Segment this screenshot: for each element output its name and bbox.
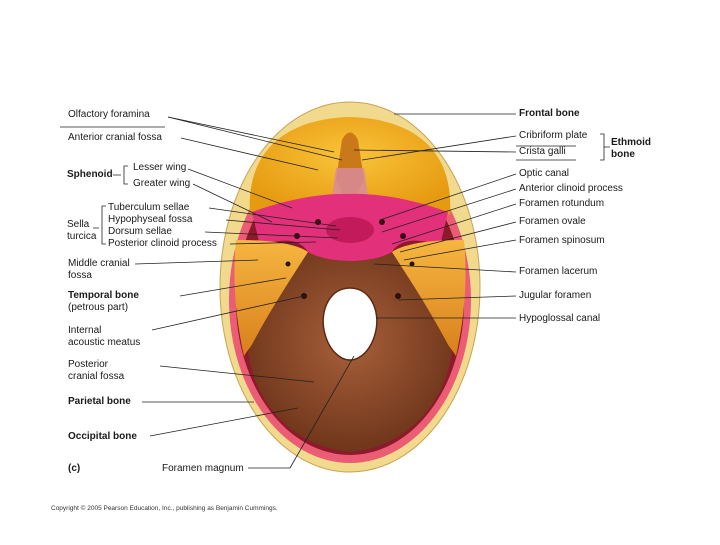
label-petrous-part: (petrous part) — [68, 302, 129, 313]
label-frontal-bone: Frontal bone — [519, 108, 580, 119]
leader-lines-right — [353, 113, 610, 319]
label-posterior-fossa-line1: Posterior — [68, 359, 109, 370]
label-internal-meatus-line1: Internal — [68, 325, 102, 336]
label-sella-line1: Sella — [67, 219, 90, 230]
label-tuberculum-sellae: Tuberculum sellae — [108, 202, 190, 213]
label-foramen-lacerum: Foramen lacerum — [519, 266, 598, 277]
label-middle-fossa-line1: Middle cranial — [68, 258, 130, 269]
label-posterior-fossa-line2: cranial fossa — [68, 371, 125, 382]
label-foramen-spinosum: Foramen spinosum — [519, 235, 605, 246]
foramen-magnum-hole — [322, 287, 378, 361]
label-ethmoid-line2: bone — [611, 149, 635, 160]
label-crista-galli: Crista galli — [519, 146, 566, 157]
label-sphenoid: Sphenoid — [67, 169, 113, 180]
label-anterior-clinoid: Anterior clinoid process — [519, 183, 623, 194]
label-posterior-clinoid: Posterior clinoid process — [108, 238, 217, 249]
label-hypoglossal-canal: Hypoglossal canal — [519, 313, 601, 324]
label-lesser-wing: Lesser wing — [133, 162, 187, 173]
label-hypophyseal-fossa: Hypophyseal fossa — [108, 214, 193, 225]
leader-lines-left — [60, 116, 355, 469]
label-ethmoid-line1: Ethmoid — [611, 137, 651, 148]
copyright-notice: Copyright © 2005 Pearson Education, Inc.… — [51, 505, 278, 512]
label-occipital-bone: Occipital bone — [68, 431, 137, 442]
figure-label: (c) — [68, 463, 81, 474]
label-sella-line2: turcica — [67, 231, 97, 242]
label-jugular-foramen: Jugular foramen — [519, 290, 592, 301]
label-middle-fossa-line2: fossa — [68, 270, 92, 281]
label-temporal-bone: Temporal bone — [68, 290, 139, 301]
label-dorsum-sellae: Dorsum sellae — [108, 226, 172, 237]
label-olfactory-foramina: Olfactory foramina — [68, 109, 150, 120]
label-optic-canal: Optic canal — [519, 168, 570, 179]
sella-turcica-region — [326, 217, 374, 243]
label-anterior-cranial-fossa: Anterior cranial fossa — [68, 132, 162, 143]
label-greater-wing: Greater wing — [133, 178, 191, 189]
label-foramen-magnum: Foramen magnum — [162, 463, 244, 474]
cribriform-plate-region — [332, 168, 368, 196]
label-cribriform-plate: Cribriform plate — [519, 130, 588, 141]
label-parietal-bone: Parietal bone — [68, 396, 131, 407]
label-foramen-ovale: Foramen ovale — [519, 216, 586, 227]
label-internal-meatus-line2: acoustic meatus — [68, 337, 141, 348]
label-foramen-rotundum: Foramen rotundum — [519, 198, 605, 209]
